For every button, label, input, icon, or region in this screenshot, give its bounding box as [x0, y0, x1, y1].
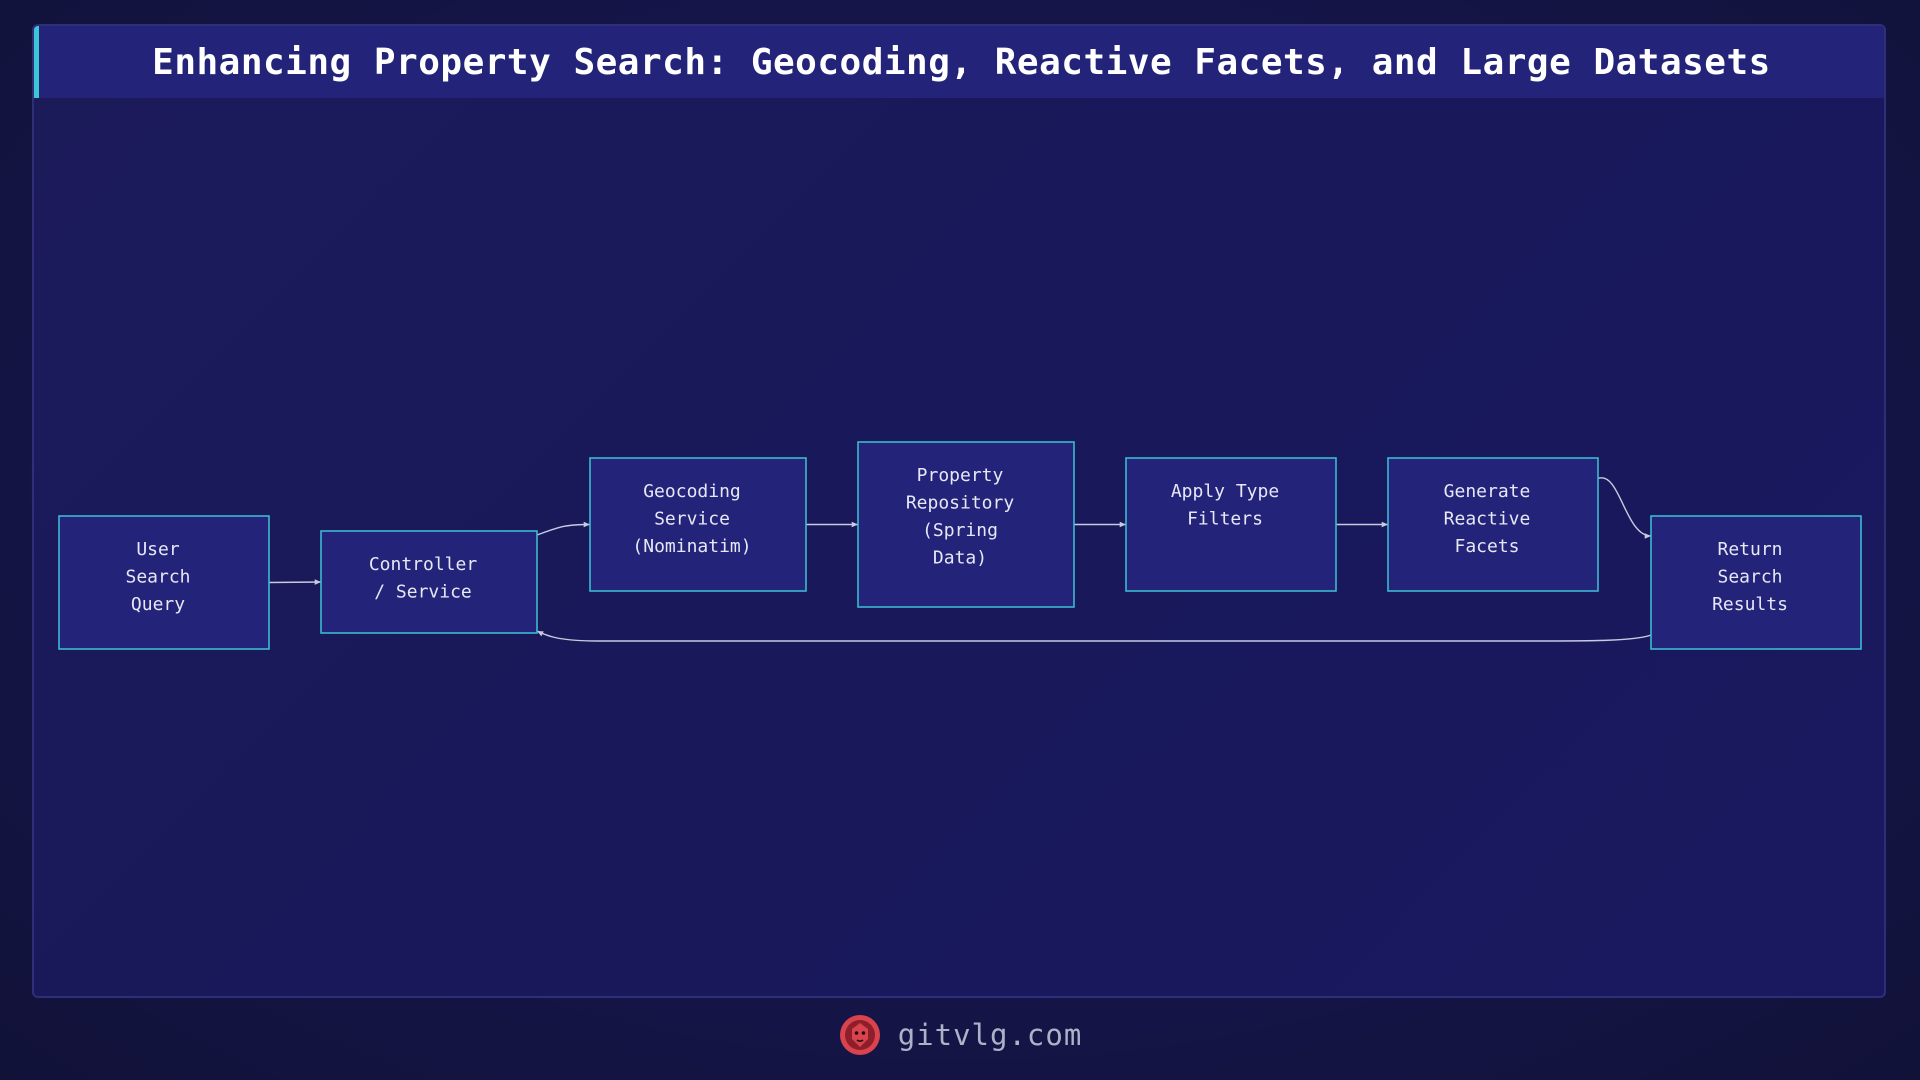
node-label-line: Search: [125, 567, 190, 588]
node-box: [589, 457, 807, 592]
node-label-line: User: [136, 539, 180, 560]
lion-head-icon: [838, 1013, 882, 1057]
node-label-line: (Spring: [922, 520, 998, 541]
node-label-line: Apply Type: [1171, 481, 1279, 502]
node-label-line: Generate: [1444, 481, 1531, 502]
node-box: [1387, 457, 1599, 592]
node-box: [857, 441, 1075, 608]
footer: gitvlg.com: [0, 1010, 1920, 1060]
edge-generate-reactive-facets-to-return-search-results: [1597, 477, 1652, 539]
node-label-line: Query: [131, 594, 185, 615]
node-controller-service: Controller / Service: [320, 530, 538, 634]
page-title: Enhancing Property Search: Geocoding, Re…: [152, 41, 1771, 83]
node-box: [1650, 515, 1862, 650]
node-label-line: / Service: [374, 582, 472, 603]
node-label-line: Service: [654, 509, 730, 530]
node-label-line: Property: [917, 465, 1004, 486]
edge-return-search-results-to-controller-service: [536, 630, 1652, 642]
node-label-line: Controller: [369, 554, 478, 575]
node-label-line: Return: [1717, 539, 1782, 560]
node-label-line: Repository: [906, 493, 1015, 514]
node-label-line: Data): [933, 548, 987, 569]
node-label-line: Filters: [1187, 509, 1263, 530]
node-box: [1125, 457, 1337, 592]
title-bar: Enhancing Property Search: Geocoding, Re…: [34, 26, 1884, 98]
node-label-line: Reactive: [1444, 509, 1531, 530]
node-label-line: (Nominatim): [632, 536, 751, 557]
node-box: [58, 515, 270, 650]
node-box: [320, 530, 538, 634]
node-label-line: Geocoding: [643, 481, 741, 502]
edge-controller-service-to-geocoding-service: [536, 521, 591, 536]
node-label-line: Search: [1717, 567, 1782, 588]
footer-site[interactable]: gitvlg.com: [897, 1018, 1083, 1052]
edge-user-search-query-to-controller-service: [268, 579, 322, 585]
node-label-line: Facets: [1454, 536, 1519, 557]
node-label-line: Results: [1712, 594, 1788, 615]
